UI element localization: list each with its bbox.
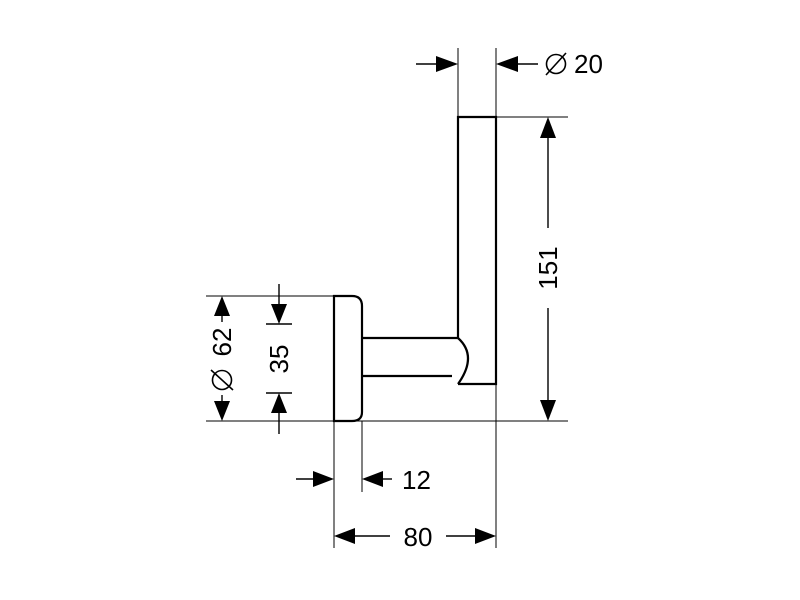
rod-bend — [457, 337, 470, 385]
dim-plate-thickness: 12 — [296, 465, 431, 495]
wall-plate — [332, 294, 364, 423]
extension-lines — [206, 48, 568, 548]
dim-total-depth: 80 — [334, 522, 496, 552]
holder-outline — [332, 115, 498, 423]
diameter-symbol-icon — [210, 369, 234, 391]
dim-rod-diameter: 20 — [416, 49, 603, 79]
rod-diameter-label: 20 — [574, 49, 603, 79]
plate-diameter-label: 62 — [207, 328, 237, 357]
dim-plate-inner-height: 35 — [264, 284, 294, 434]
diameter-symbol-icon — [545, 52, 567, 76]
total-depth-label: 80 — [404, 522, 433, 552]
plate-inner-height-label: 35 — [264, 345, 294, 374]
plate-thickness-label: 12 — [402, 465, 431, 495]
dim-plate-diameter: 62 — [207, 296, 237, 421]
rod-height-label: 151 — [533, 246, 563, 289]
dim-rod-height: 151 — [533, 117, 563, 421]
